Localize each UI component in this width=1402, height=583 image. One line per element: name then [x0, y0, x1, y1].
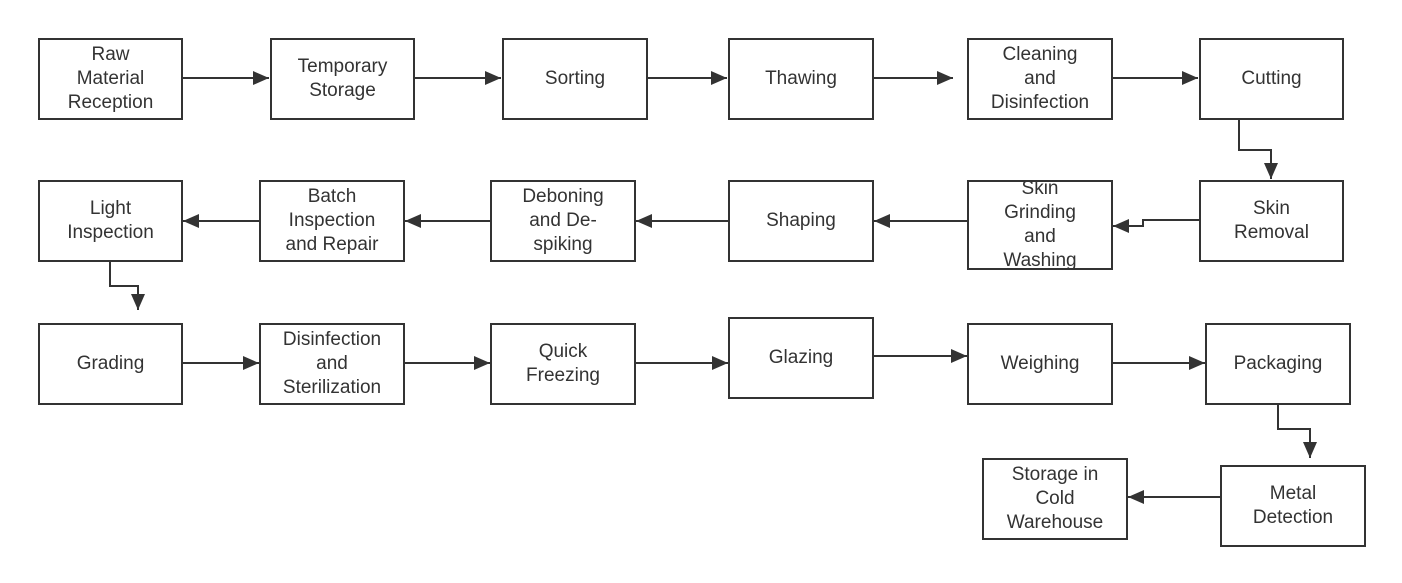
step-metal-detection: Metal Detection — [1220, 465, 1366, 547]
step-label: Skin Removal — [1234, 198, 1309, 243]
arrowhead-icon — [474, 356, 490, 370]
step-sorting: Sorting — [502, 38, 648, 120]
connector-arrow-10 — [405, 214, 490, 228]
connector-arrow-7 — [1113, 219, 1199, 233]
step-label: Disinfection and Sterilization — [282, 329, 382, 398]
step-disinfection-and-sterilization: Disinfection and Sterilization — [259, 323, 405, 405]
step-shaping: Shaping — [728, 180, 874, 262]
step-grading: Grading — [38, 323, 183, 405]
step-label: Metal Detection — [1252, 483, 1334, 528]
connector-arrow-15 — [636, 356, 728, 370]
arrowhead-icon — [636, 214, 652, 228]
step-label: Storage in Cold Warehouse — [1006, 464, 1104, 533]
arrowhead-icon — [1303, 442, 1317, 458]
step-label: Light Inspection — [67, 198, 154, 243]
step-weighing: Weighing — [967, 323, 1113, 405]
step-label: Temporary Storage — [297, 56, 388, 101]
step-skin-removal: Skin Removal — [1199, 180, 1344, 262]
connector-arrow-19 — [1128, 490, 1220, 504]
step-batch-inspection-and-repair: Batch Inspection and Repair — [259, 180, 405, 262]
connector-arrow-4 — [874, 71, 953, 85]
arrowhead-icon — [405, 214, 421, 228]
connector-arrow-17 — [1113, 356, 1205, 370]
arrowhead-icon — [951, 349, 967, 363]
connector-arrow-6 — [1238, 120, 1278, 179]
step-cleaning-and-disinfection: Cleaning and Disinfection — [967, 38, 1113, 120]
step-skin-grinding-and-washing: Skin Grinding and Washing — [967, 178, 1113, 271]
arrowhead-icon — [874, 214, 890, 228]
step-quick-freezing: Quick Freezing — [490, 323, 636, 405]
step-label: Thawing — [765, 68, 837, 89]
connector-arrow-9 — [636, 214, 728, 228]
arrowhead-icon — [1182, 71, 1198, 85]
step-packaging: Packaging — [1205, 323, 1351, 405]
step-label: Batch Inspection and Repair — [285, 186, 379, 255]
step-label: Cleaning and Disinfection — [990, 44, 1090, 113]
step-cutting: Cutting — [1199, 38, 1344, 120]
step-label: Skin Grinding and Washing — [1003, 178, 1077, 271]
connector-arrow-18 — [1277, 405, 1317, 458]
arrowhead-icon — [937, 71, 953, 85]
step-raw-material-reception: Raw Material Reception — [38, 38, 183, 120]
arrowhead-icon — [485, 71, 501, 85]
connector-arrow-13 — [183, 356, 259, 370]
step-label: Raw Material Reception — [67, 44, 154, 113]
step-light-inspection: Light Inspection — [38, 180, 183, 262]
step-label: Grading — [76, 353, 145, 374]
step-label: Cutting — [1241, 68, 1302, 89]
connector-arrow-2 — [415, 71, 501, 85]
connector-arrow-5 — [1113, 71, 1198, 85]
connector-arrow-3 — [648, 71, 727, 85]
step-label: Shaping — [766, 210, 836, 231]
arrowhead-icon — [1128, 490, 1144, 504]
step-glazing: Glazing — [728, 317, 874, 399]
step-label: Deboning and De- spiking — [522, 186, 604, 255]
step-label: Sorting — [544, 68, 606, 89]
connector-arrow-1 — [183, 71, 269, 85]
arrowhead-icon — [712, 356, 728, 370]
arrowhead-icon — [253, 71, 269, 85]
step-label: Packaging — [1233, 353, 1323, 374]
step-label: Weighing — [1000, 353, 1080, 374]
arrowhead-icon — [131, 294, 145, 310]
connector-arrow-14 — [405, 356, 490, 370]
step-thawing: Thawing — [728, 38, 874, 120]
arrowhead-icon — [183, 214, 199, 228]
step-label: Quick Freezing — [526, 341, 600, 386]
arrowhead-icon — [1113, 219, 1129, 233]
connector-arrow-16 — [874, 349, 967, 363]
connector-arrow-8 — [874, 214, 967, 228]
step-label: Glazing — [768, 347, 834, 368]
connector-arrow-11 — [183, 214, 259, 228]
arrowhead-icon — [1189, 356, 1205, 370]
arrowhead-icon — [1264, 163, 1278, 179]
arrowhead-icon — [711, 71, 727, 85]
connector-arrow-12 — [109, 262, 145, 310]
arrowhead-icon — [243, 356, 259, 370]
step-storage-in-cold-warehouse: Storage in Cold Warehouse — [982, 458, 1128, 540]
step-temporary-storage: Temporary Storage — [270, 38, 415, 120]
step-deboning-and-despiking: Deboning and De- spiking — [490, 180, 636, 262]
